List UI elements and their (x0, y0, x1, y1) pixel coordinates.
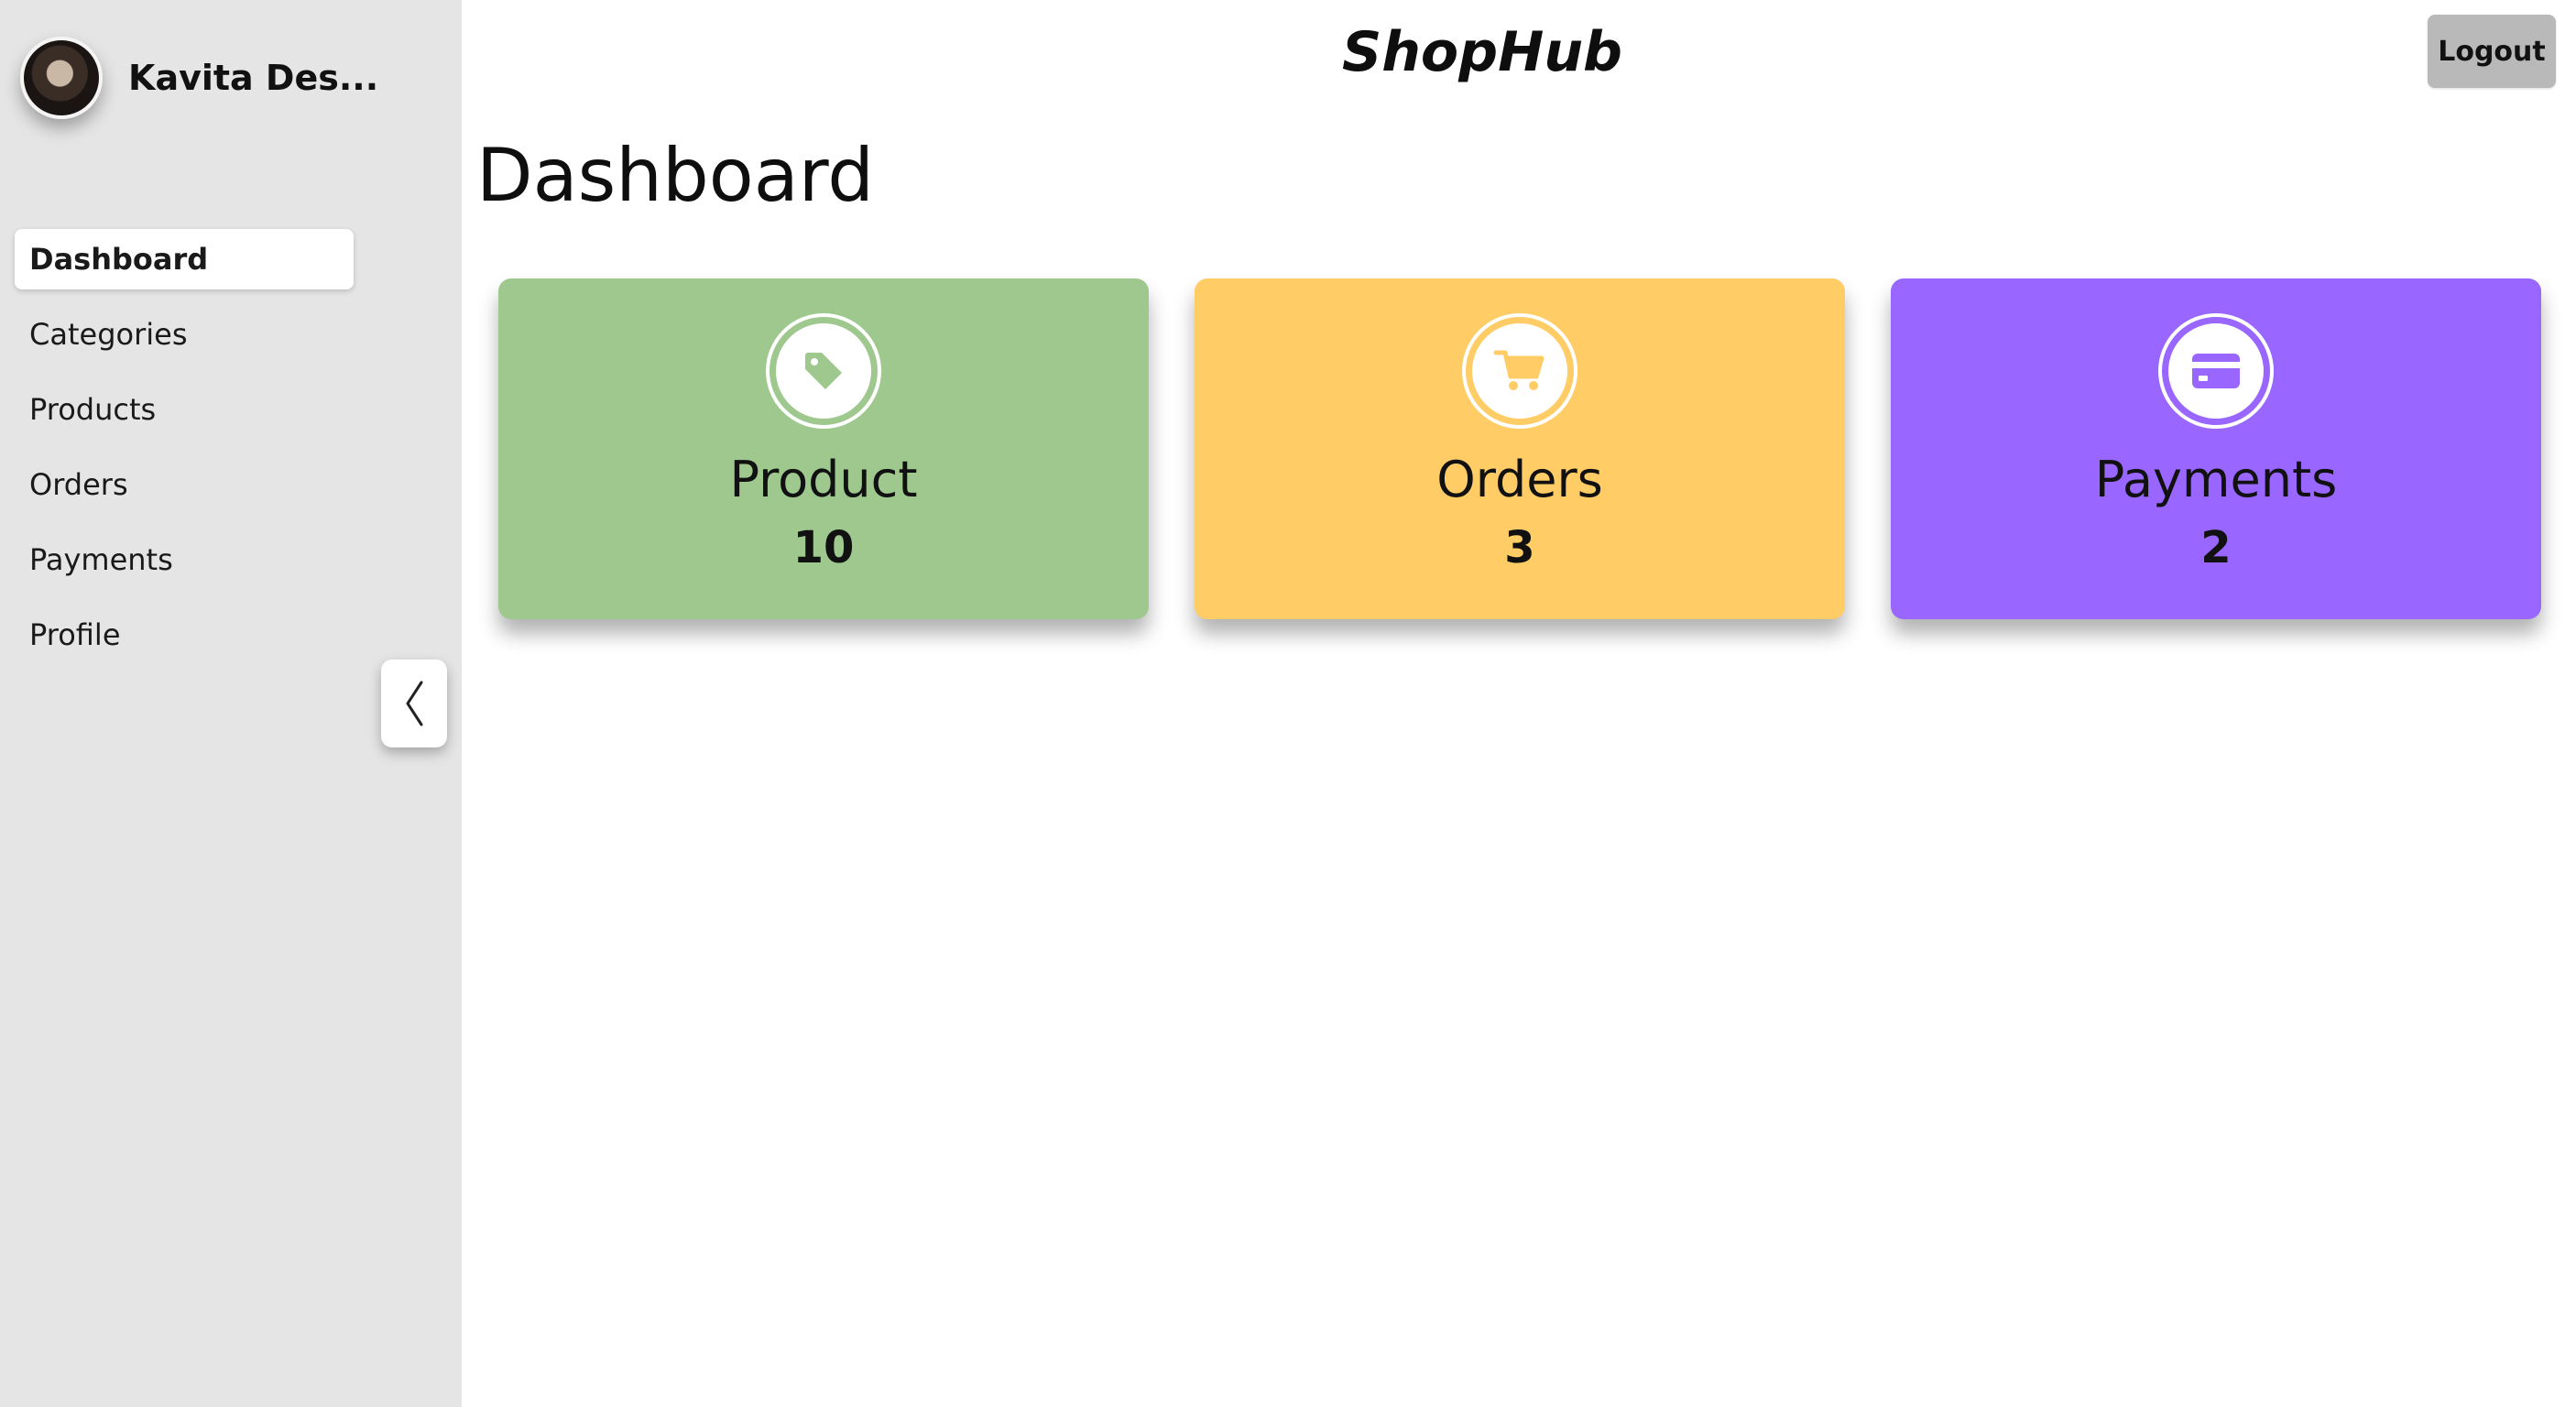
sidebar-item-payments[interactable]: Payments (29, 542, 173, 577)
card-count: 2 (2200, 522, 2232, 573)
tag-icon (805, 353, 842, 389)
orders-card[interactable]: Orders 3 (1195, 278, 1845, 619)
product-icon-badge (776, 323, 871, 419)
product-icon-ring (766, 313, 881, 429)
sidebar-collapse-button[interactable] (381, 660, 447, 747)
payments-card[interactable]: Payments 2 (1891, 278, 2541, 619)
card-title: Product (729, 451, 918, 508)
orders-icon-ring (1462, 313, 1577, 429)
sidebar-item-orders[interactable]: Orders (29, 467, 128, 502)
product-card[interactable]: Product 10 (498, 278, 1149, 619)
sidebar-item-categories[interactable]: Categories (29, 317, 188, 352)
sidebar-item-products[interactable]: Products (29, 392, 157, 427)
credit-card-icon (2192, 354, 2240, 388)
sidebar-item-profile[interactable]: Profile (29, 617, 121, 652)
payments-icon-badge (2168, 323, 2264, 419)
stats-cards: Product 10 Orders 3 (498, 278, 2541, 619)
payments-icon-ring (2158, 313, 2274, 429)
logout-button[interactable]: Logout (2428, 15, 2556, 88)
cart-icon (1493, 350, 1545, 390)
avatar[interactable] (20, 37, 103, 119)
card-title: Orders (1436, 451, 1603, 508)
brand-logo[interactable]: ShopHub (1342, 20, 1622, 84)
orders-icon-badge (1472, 323, 1567, 419)
sidebar-item-dashboard[interactable]: Dashboard (15, 229, 354, 289)
sidebar-nav: Dashboard Categories Products Orders Pay… (15, 229, 354, 680)
card-count: 10 (792, 522, 855, 573)
page-title: Dashboard (476, 133, 875, 218)
sidebar: Kavita Des... Dashboard Categories Produ… (0, 0, 462, 1407)
card-count: 3 (1504, 522, 1535, 573)
card-title: Payments (2094, 451, 2338, 508)
user-profile[interactable]: Kavita Des... (20, 37, 378, 119)
user-name: Kavita Des... (128, 58, 379, 98)
chevron-left-icon (406, 681, 423, 726)
